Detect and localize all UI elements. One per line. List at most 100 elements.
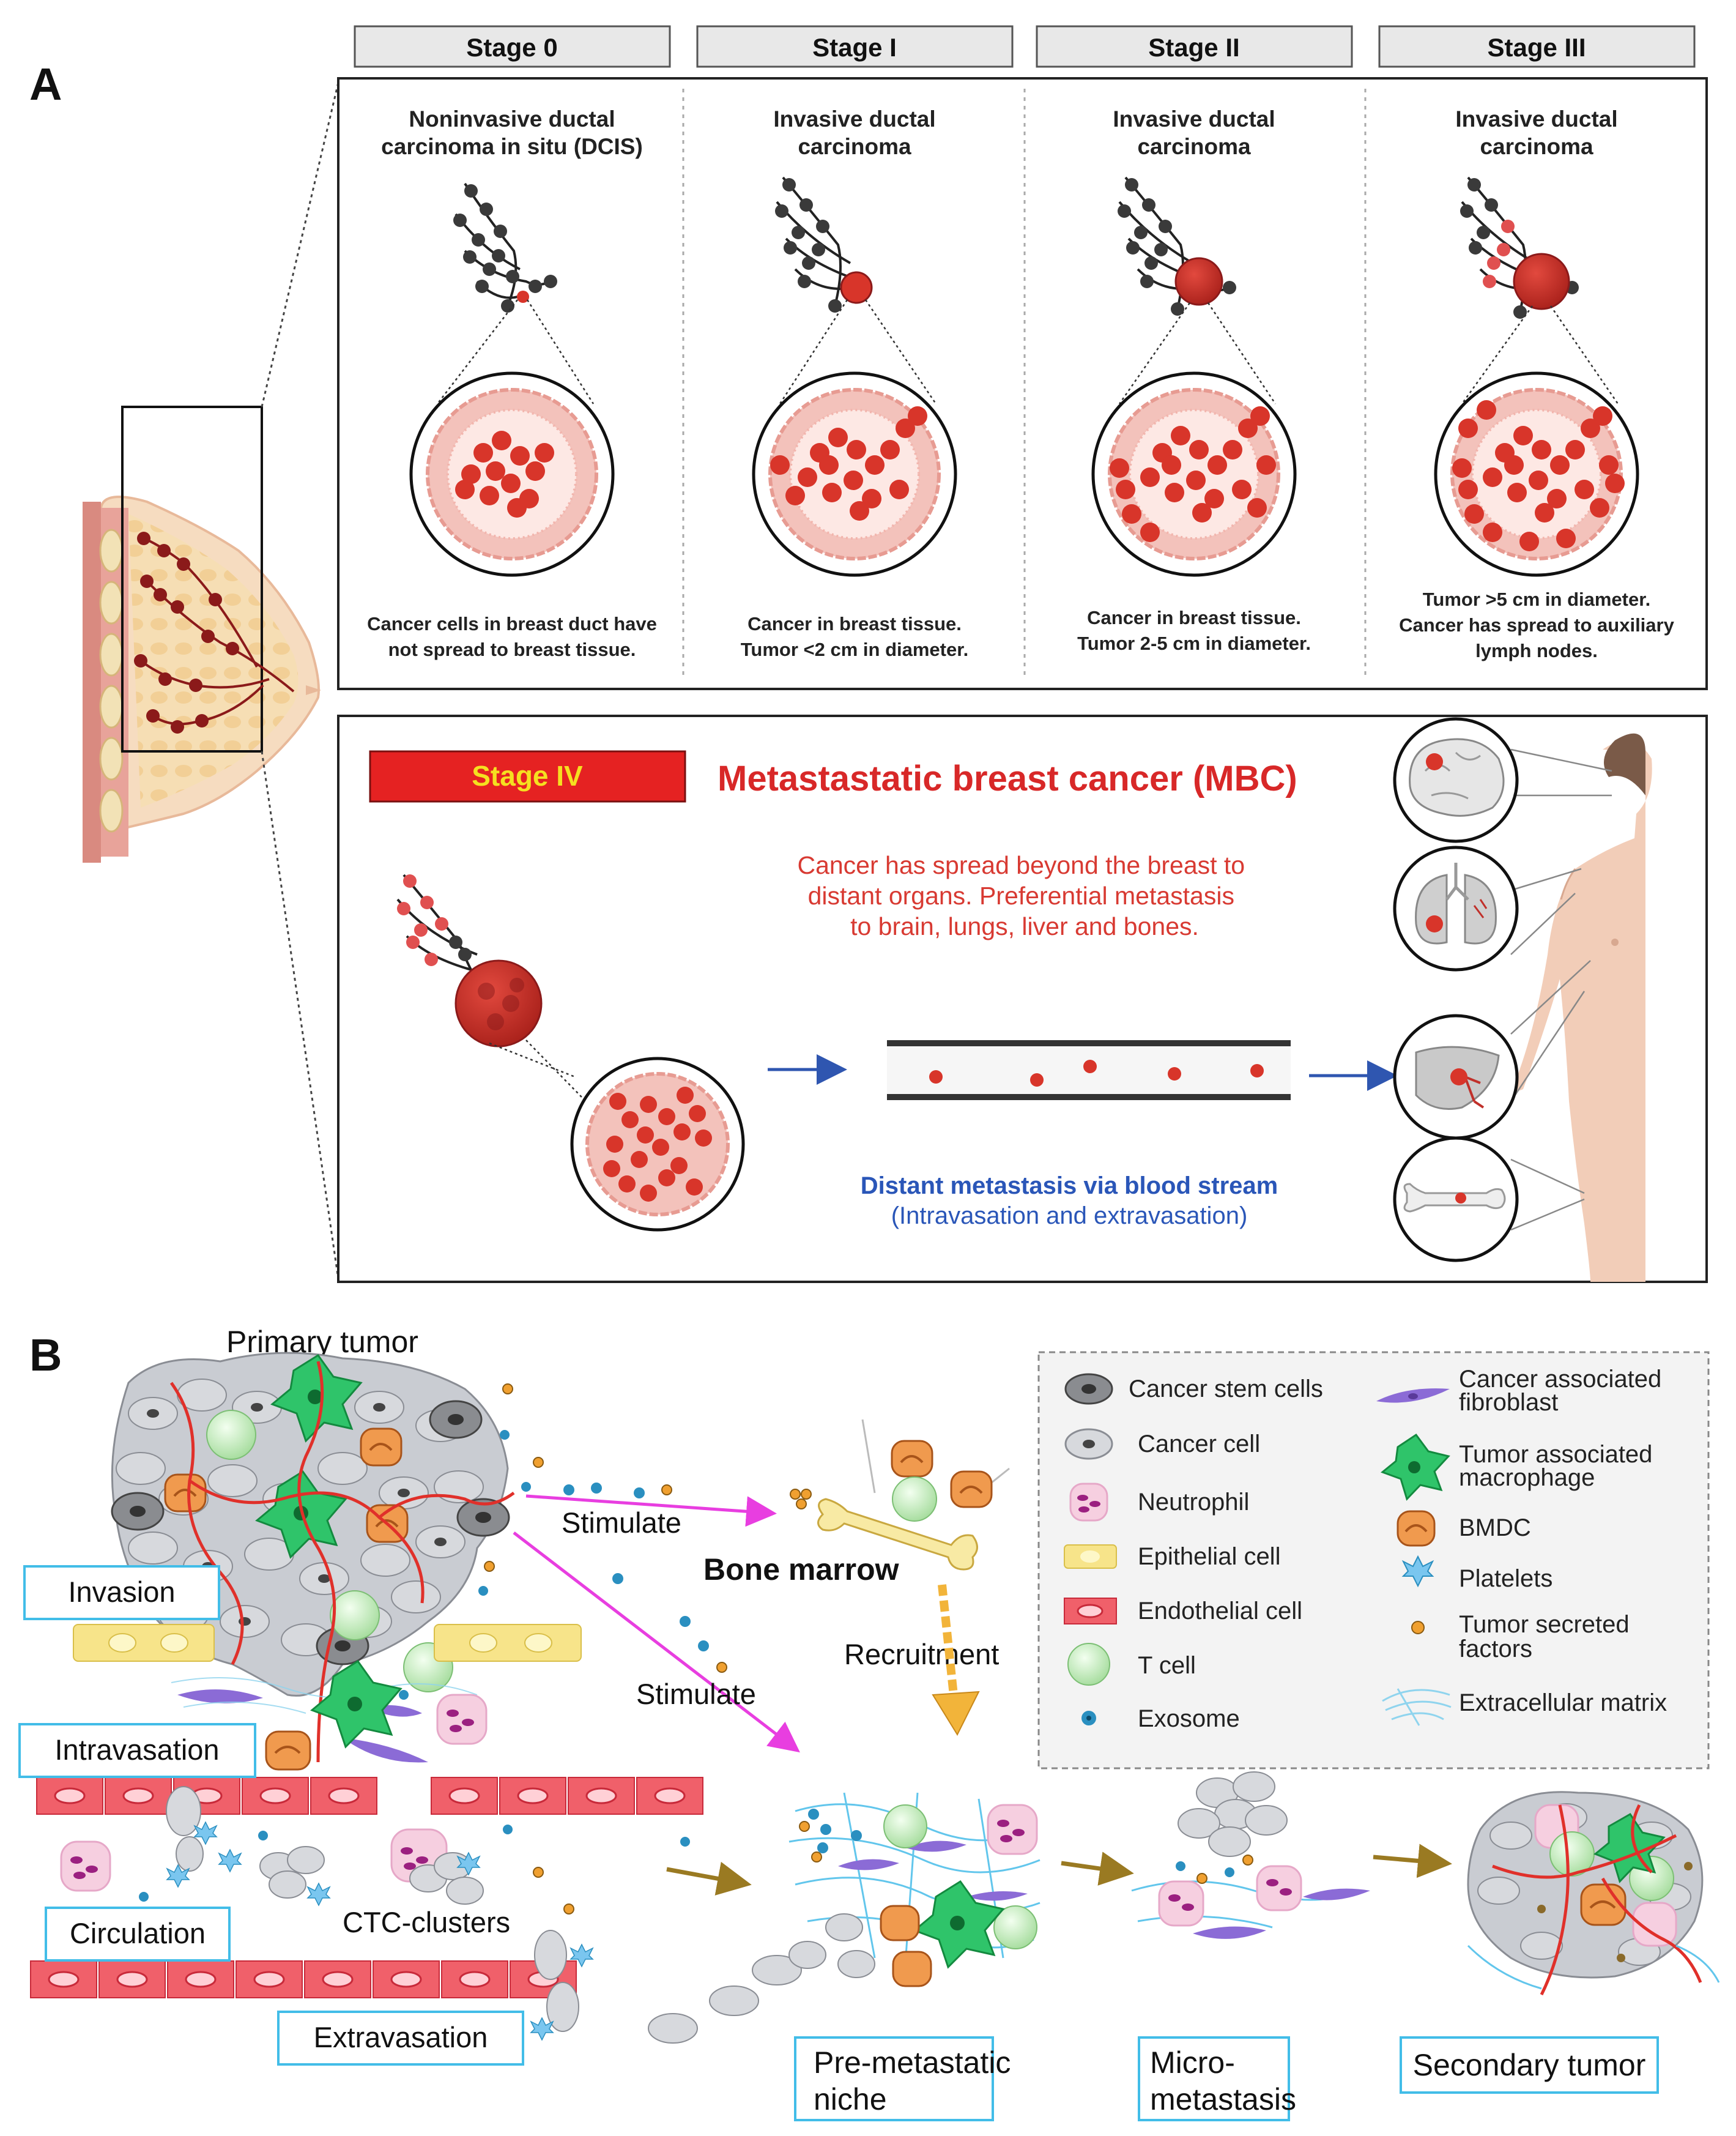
svg-text:Tumor associated: Tumor associated <box>1459 1441 1652 1468</box>
svg-text:T cell: T cell <box>1138 1652 1196 1679</box>
legend-icon-exosome <box>1081 1711 1096 1725</box>
breast-illustration <box>83 406 321 863</box>
micro-metastasis-graphic <box>1131 1771 1370 1939</box>
legend-icon-epithelial <box>1064 1544 1117 1569</box>
stimulate-arrows: Stimulate Stimulate <box>513 1483 800 1753</box>
svg-text:Stage 0: Stage 0 <box>466 33 557 62</box>
stage-tab-1: Stage I <box>696 25 1014 68</box>
legend-icon-neutrophil <box>1069 1483 1108 1522</box>
progression-arrows <box>666 1844 1452 1896</box>
svg-text:Neutrophil: Neutrophil <box>1138 1489 1249 1516</box>
svg-text:fibroblast: fibroblast <box>1459 1389 1558 1416</box>
stage-iv-description: Cancer has spread beyond the breast to d… <box>797 851 1252 940</box>
stage-2-duct <box>1118 176 1236 316</box>
legend-right-labels: Cancer associated fibroblast Tumor assoc… <box>1459 1366 1667 1716</box>
epithelial-layer <box>73 1624 582 1662</box>
svg-text:Epithelial cell: Epithelial cell <box>1138 1543 1280 1570</box>
progression-box-micro: Micro-metastasis <box>1138 2036 1296 2121</box>
svg-text:Secondary tumor: Secondary tumor <box>1413 2048 1646 2082</box>
stage-tab-0: Stage 0 <box>354 25 671 68</box>
legend-icon-tcell <box>1067 1643 1110 1686</box>
svg-text:factors: factors <box>1459 1635 1532 1662</box>
zoom-lines <box>261 82 339 1279</box>
legend-icon-bmdc <box>1397 1510 1436 1547</box>
svg-text:Circulation: Circulation <box>70 1917 206 1949</box>
organ-bone <box>1393 1136 1519 1262</box>
legend: Cancer stem cells Cancer cell Neutrophil… <box>1037 1351 1710 1769</box>
svg-text:Extracellular matrix: Extracellular matrix <box>1459 1689 1667 1716</box>
stage-iv-tumor <box>396 874 543 1048</box>
svg-text:Cancer stem cells: Cancer stem cells <box>1129 1375 1323 1402</box>
panel-b-label: B <box>29 1330 62 1380</box>
route-title: Distant metastasis via blood stream <box>861 1172 1278 1199</box>
stage-3-caption: Tumor >5 cm in diameter.Cancer has sprea… <box>1399 589 1674 661</box>
endothelial-bottom <box>30 1960 577 1998</box>
svg-text:Cancer associated: Cancer associated <box>1459 1366 1661 1393</box>
svg-text:Stage II: Stage II <box>1148 33 1239 62</box>
svg-text:Platelets: Platelets <box>1459 1565 1552 1592</box>
stage-tab-2: Stage II <box>1036 25 1353 68</box>
ctc-clusters-label: CTC-clusters <box>343 1906 510 1938</box>
secondary-tumor-graphic <box>1467 1791 1720 1996</box>
stimulate-label-1: Stimulate <box>562 1506 681 1539</box>
panel-a-label: A <box>29 59 62 110</box>
legend-icon-endothelial <box>1064 1598 1117 1624</box>
legend-left-labels: Cancer stem cells Cancer cell Neutrophil… <box>1129 1375 1323 1732</box>
legend-icon-platelets <box>1401 1555 1434 1588</box>
organ-lungs <box>1393 846 1519 972</box>
svg-text:BMDC: BMDC <box>1459 1514 1531 1541</box>
stage-1-caption: Cancer in breast tissue.Tumor <2 cm in d… <box>741 613 968 660</box>
svg-text:Stage IV: Stage IV <box>472 760 583 792</box>
blood-vessel <box>887 1040 1291 1100</box>
stage-iv-badge: Stage IV <box>369 750 686 803</box>
svg-text:Intravasation: Intravasation <box>54 1733 219 1766</box>
step-circulation: Circulation <box>45 1907 231 1962</box>
stage-tabs: Stage 0 Stage I Stage II Stage III <box>354 25 1696 68</box>
recruitment-arrow <box>932 1584 980 1736</box>
primary-tumor-mass <box>111 1352 544 1763</box>
svg-text:Endothelial cell: Endothelial cell <box>1138 1598 1302 1624</box>
svg-text:Stage III: Stage III <box>1487 33 1586 62</box>
svg-text:Extravasation: Extravasation <box>314 2021 488 2053</box>
organ-leader-lines <box>1510 748 1612 1231</box>
circulation-cells <box>60 1786 802 2044</box>
svg-text:macrophage: macrophage <box>1459 1464 1595 1491</box>
stage-1-duct <box>775 176 873 313</box>
caf-cells <box>177 1689 428 1763</box>
bone-marrow <box>790 1419 1010 1571</box>
pre-metastatic-niche-graphic <box>788 1792 1040 1987</box>
organ-brain <box>1393 717 1519 843</box>
primary-tumor-label: Primary tumor <box>226 1325 418 1359</box>
stimulate-label-2: Stimulate <box>636 1678 756 1710</box>
bone-marrow-label: Bone marrow <box>703 1552 899 1587</box>
step-invasion: Invasion <box>23 1565 220 1620</box>
legend-icon-tam <box>1381 1433 1450 1501</box>
route-subtitle: (Intravasation and extravasation) <box>891 1202 1248 1229</box>
intravasation-macrophage <box>265 1659 488 1771</box>
stage-2-caption: Cancer in breast tissue.Tumor 2-5 cm in … <box>1077 607 1311 654</box>
step-extravasation: Extravasation <box>277 2011 524 2066</box>
svg-text:Stage I: Stage I <box>812 33 897 62</box>
stage-tab-3: Stage III <box>1378 25 1696 68</box>
recruitment-label: Recruitment <box>844 1638 999 1670</box>
svg-text:Tumor secreted: Tumor secreted <box>1459 1611 1630 1638</box>
svg-text:Micro-metastasis: Micro-metastasis <box>1150 2045 1296 2116</box>
svg-text:Cancer cell: Cancer cell <box>1138 1431 1260 1457</box>
legend-icon-cancer <box>1064 1428 1113 1460</box>
svg-text:Exosome: Exosome <box>1138 1705 1240 1732</box>
stage-3-duct <box>1460 176 1579 319</box>
stage-0-duct <box>453 182 557 313</box>
organ-liver <box>1393 1014 1519 1140</box>
